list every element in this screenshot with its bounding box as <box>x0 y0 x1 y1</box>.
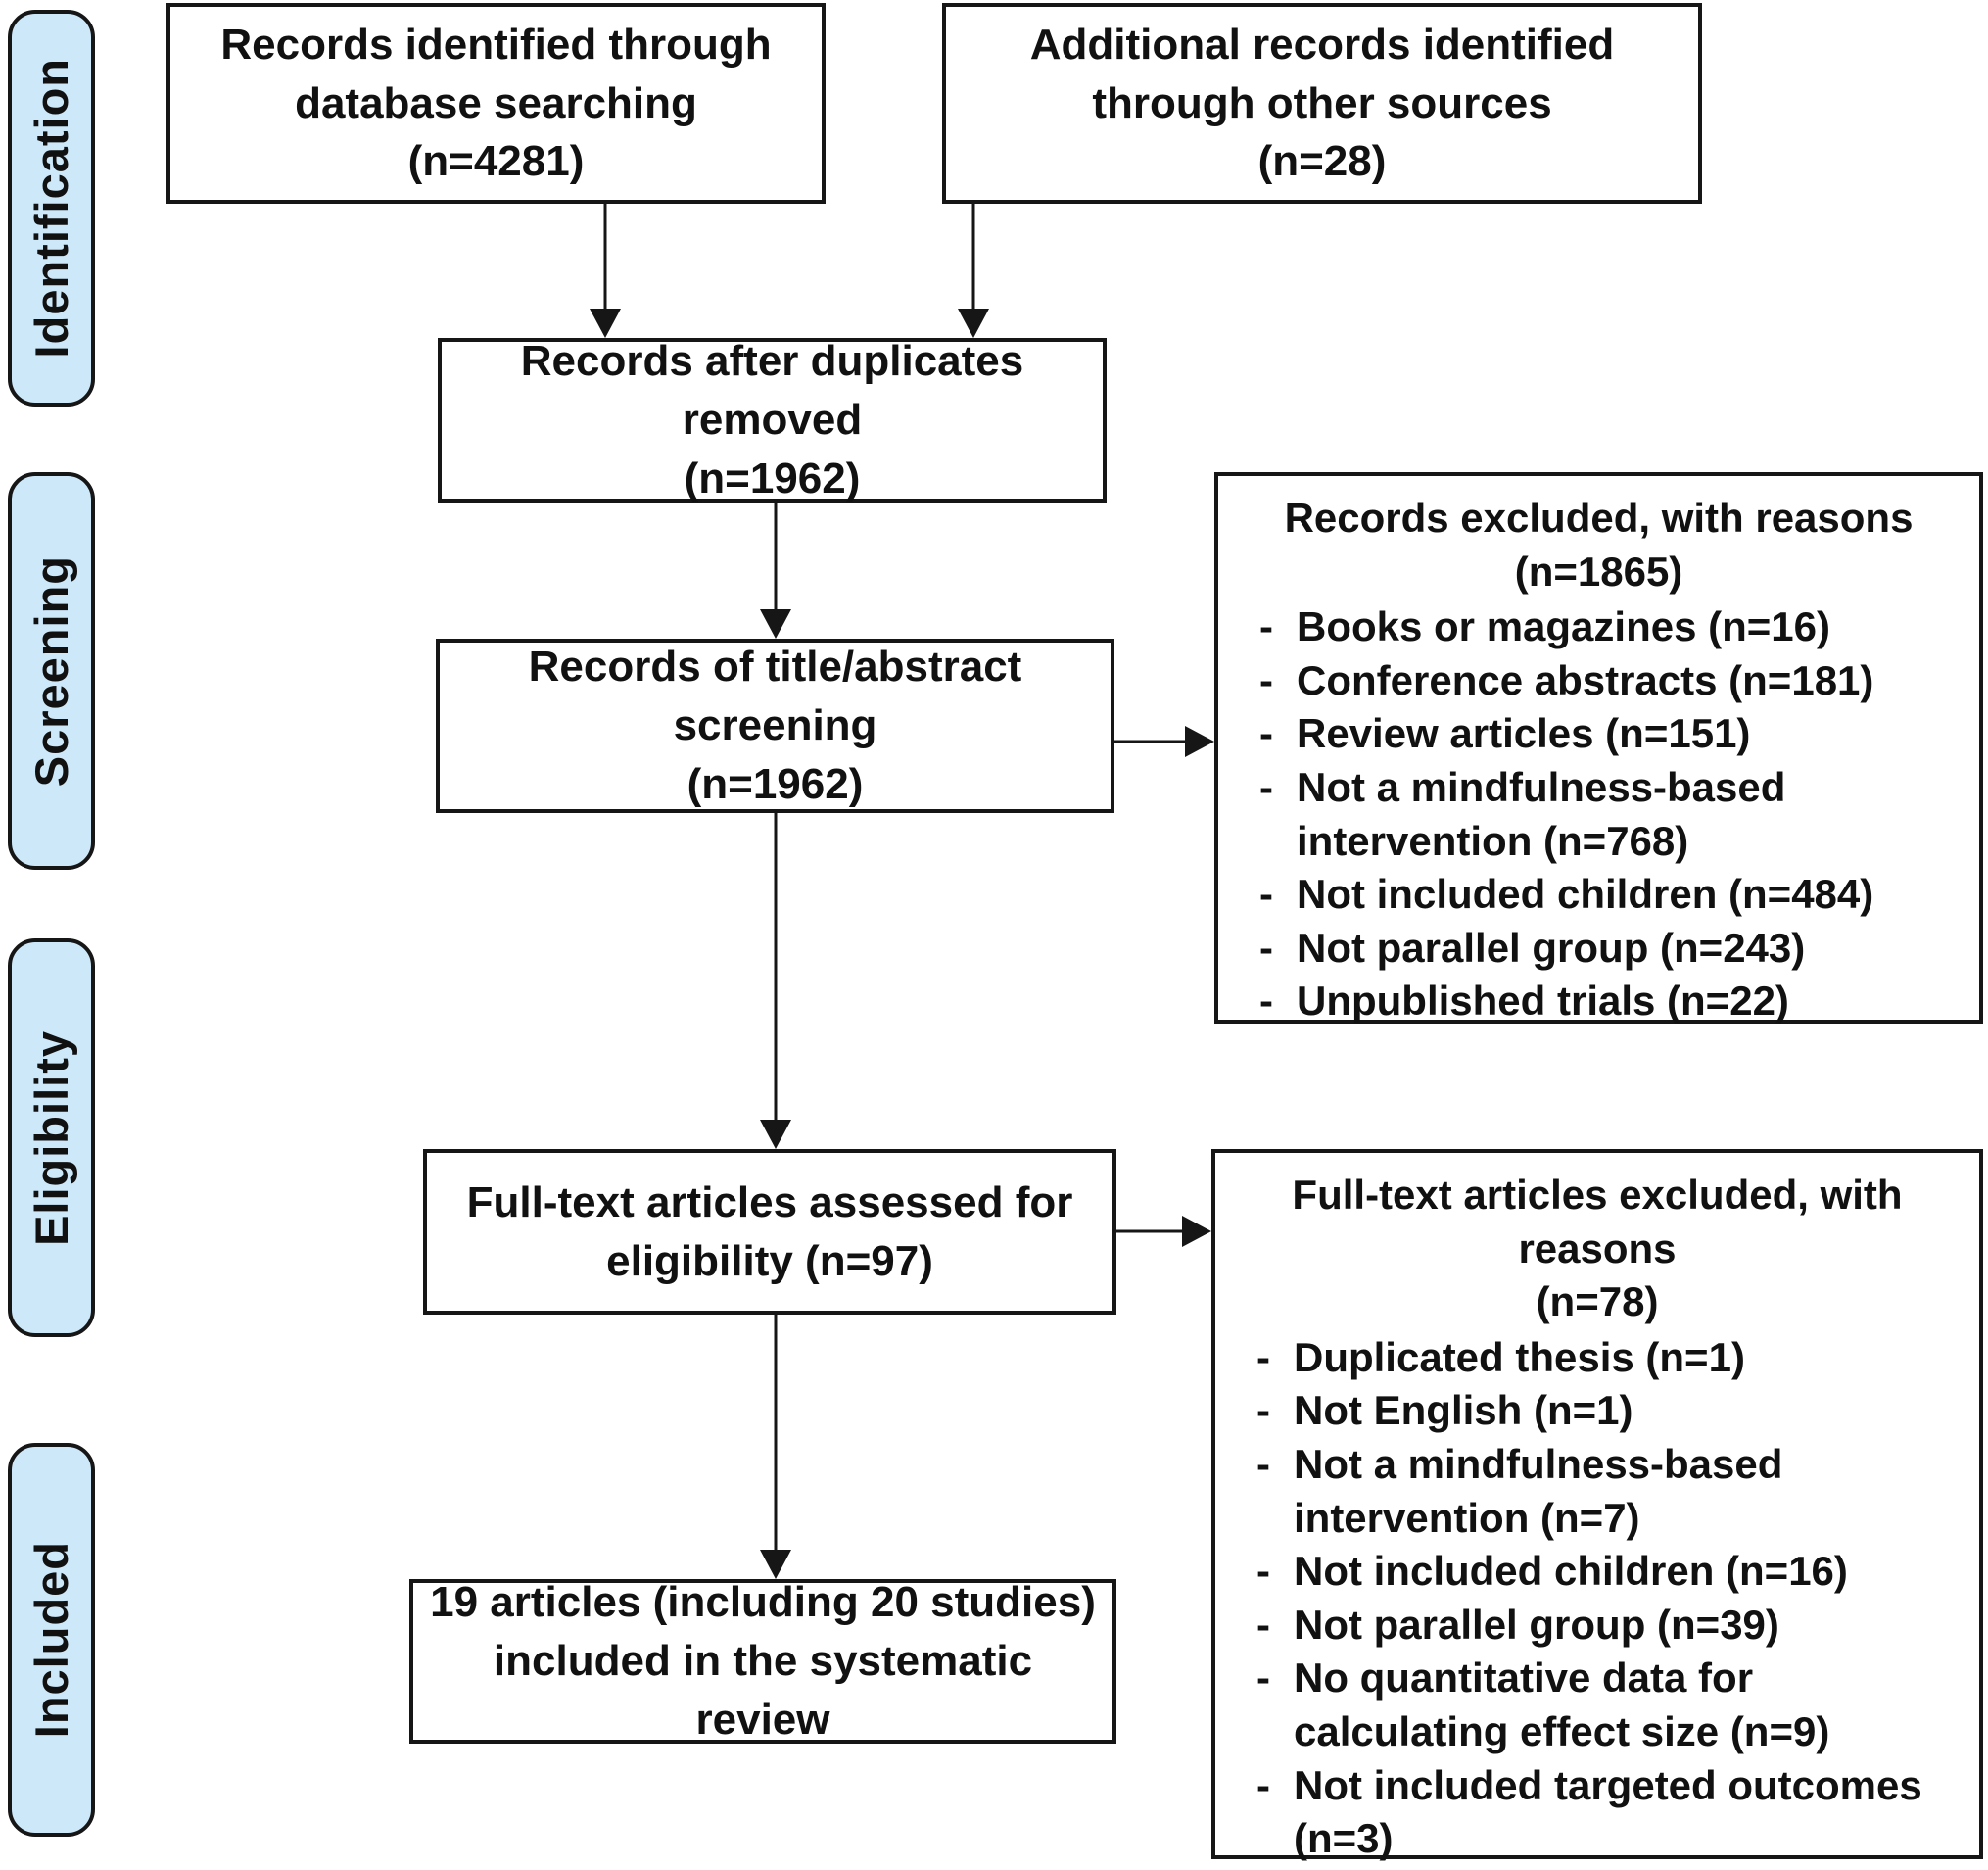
exclusion-reason-item: - Not a mindfulness-based intervention (… <box>1226 761 1971 868</box>
exclusion-reason-text: Unpublished trials (n=22) <box>1297 978 1789 1025</box>
arrow-additional-to-dedup <box>957 204 990 338</box>
records-excluded-title: Records excluded, with reasons (n=1865) <box>1284 495 1914 595</box>
box-records-deduplicated: Records after duplicates removed (n=1962… <box>438 337 1107 503</box>
arrow-line <box>1114 740 1189 743</box>
exclusion-reason-text: Not parallel group (n=39) <box>1294 1601 1779 1648</box>
exclusion-reason-text: Not included mindfulness component in ch… <box>1294 1866 1971 1870</box>
exclusion-reason-item: - Duplicated thesis (n=1) <box>1223 1331 1971 1385</box>
exclusion-reason-text: Not a mindfulness-based intervention (n=… <box>1297 763 1786 864</box>
exclusion-reason-text: No quantitative data for calculating eff… <box>1294 1654 1830 1754</box>
arrow-screening-to-fulltext <box>759 813 792 1149</box>
exclusion-reason-item: - Not included children (n=484) <box>1226 868 1971 922</box>
dash-bullet: - <box>1259 656 1273 703</box>
fulltext-excluded-list: - Duplicated thesis (n=1) - Not English … <box>1223 1331 1971 1870</box>
exclusion-reason-item: - Not English (n=1) <box>1223 1384 1971 1438</box>
dash-bullet: - <box>1256 1440 1270 1487</box>
dash-bullet: - <box>1259 710 1273 757</box>
arrow-screening-to-excluded <box>1114 725 1214 758</box>
stage-label-eligibility: Eligibility <box>8 938 95 1337</box>
arrow-down-icon <box>760 609 791 639</box>
arrow-down-icon <box>760 1120 791 1149</box>
arrow-fulltext-to-included <box>759 1315 792 1579</box>
exclusion-reason-text: Conference abstracts (n=181) <box>1297 656 1874 703</box>
records-excluded-list: - Books or magazines (n=16) - Conference… <box>1226 600 1971 1029</box>
dash-bullet: - <box>1256 1654 1270 1702</box>
dash-bullet: - <box>1223 1866 1294 1870</box>
stage-label-identification: Identification <box>8 10 95 407</box>
exclusion-reason-text: Not a mindfulness-based intervention (n=… <box>1294 1440 1783 1541</box>
exclusion-reason-item: - No quantitative data for calculating e… <box>1223 1652 1971 1758</box>
arrow-identified-to-dedup <box>589 204 622 338</box>
arrow-fulltext-to-excluded <box>1116 1215 1211 1248</box>
dash-bullet: - <box>1256 1761 1270 1808</box>
dash-bullet: - <box>1259 978 1273 1025</box>
exclusion-reason-item: - Books or magazines (n=16) <box>1226 600 1971 654</box>
box-articles-included: 19 articles (including 20 studies) inclu… <box>409 1578 1116 1744</box>
exclusion-reason-text: Duplicated thesis (n=1) <box>1294 1333 1745 1380</box>
arrow-right-icon <box>1182 1216 1211 1247</box>
exclusion-reason-text: Not included children (n=484) <box>1297 871 1874 918</box>
exclusion-reason-text: Not included targeted outcomes (n=3) <box>1294 1761 1922 1862</box>
arrow-down-icon <box>760 1550 791 1579</box>
stage-label-screening: Screening <box>8 472 95 870</box>
fulltext-excluded-title: Full-text articles excluded, with reason… <box>1292 1172 1903 1325</box>
dash-bullet: - <box>1259 763 1273 810</box>
arrow-dedup-to-screening <box>759 503 792 639</box>
stage-label-eligibility-text: Eligibility <box>25 1030 77 1246</box>
dash-bullet: - <box>1259 871 1273 918</box>
stage-label-included: Included <box>8 1443 95 1837</box>
exclusion-reason-item: - Conference abstracts (n=181) <box>1226 654 1971 708</box>
dash-bullet: - <box>1256 1548 1270 1595</box>
exclusion-reason-item: - Unpublished trials (n=22) <box>1226 975 1971 1029</box>
arrow-line <box>971 204 975 312</box>
dash-bullet: - <box>1259 603 1273 650</box>
exclusion-reason-text: Books or magazines (n=16) <box>1297 603 1830 650</box>
arrow-line <box>774 503 778 613</box>
arrow-line <box>774 1315 778 1554</box>
exclusion-reason-text: Not parallel group (n=243) <box>1297 924 1806 971</box>
arrow-right-icon <box>1185 726 1214 757</box>
stage-label-included-text: Included <box>25 1541 77 1739</box>
dash-bullet: - <box>1256 1387 1270 1434</box>
exclusion-reason-item: - Not included targeted outcomes (n=3) <box>1223 1759 1971 1866</box>
stage-label-screening-text: Screening <box>25 554 77 788</box>
arrow-line <box>603 204 607 312</box>
stage-label-identification-text: Identification <box>25 58 77 359</box>
arrow-line <box>774 813 778 1124</box>
exclusion-reason-text: Not English (n=1) <box>1294 1387 1633 1434</box>
arrow-down-icon <box>590 309 621 338</box>
box-additional-records: Additional records identified through ot… <box>942 3 1702 204</box>
exclusion-reason-item: - Not parallel group (n=243) <box>1226 922 1971 976</box>
dash-bullet: - <box>1256 1601 1270 1648</box>
box-title-abstract-screening: Records of title/abstract screening (n=1… <box>436 639 1114 813</box>
exclusion-reason-item: - Not included mindfulness component in … <box>1223 1866 1971 1870</box>
exclusion-reason-text: Review articles (n=151) <box>1297 710 1751 757</box>
arrow-down-icon <box>958 309 989 338</box>
box-fulltext-assessed: Full-text articles assessed for eligibil… <box>423 1149 1116 1315</box>
box-records-identified: Records identified through database sear… <box>166 3 826 204</box>
box-records-excluded: Records excluded, with reasons (n=1865) … <box>1214 472 1983 1024</box>
exclusion-reason-item: - Review articles (n=151) <box>1226 707 1971 761</box>
exclusion-reason-item: - Not a mindfulness-based intervention (… <box>1223 1438 1971 1545</box>
exclusion-reason-item: - Not parallel group (n=39) <box>1223 1599 1971 1653</box>
exclusion-reason-item: - Not included children (n=16) <box>1223 1545 1971 1599</box>
dash-bullet: - <box>1256 1333 1270 1380</box>
box-fulltext-excluded: Full-text articles excluded, with reason… <box>1211 1149 1983 1870</box>
exclusion-reason-text: Not included children (n=16) <box>1294 1548 1848 1595</box>
arrow-line <box>1116 1229 1186 1233</box>
dash-bullet: - <box>1259 924 1273 971</box>
